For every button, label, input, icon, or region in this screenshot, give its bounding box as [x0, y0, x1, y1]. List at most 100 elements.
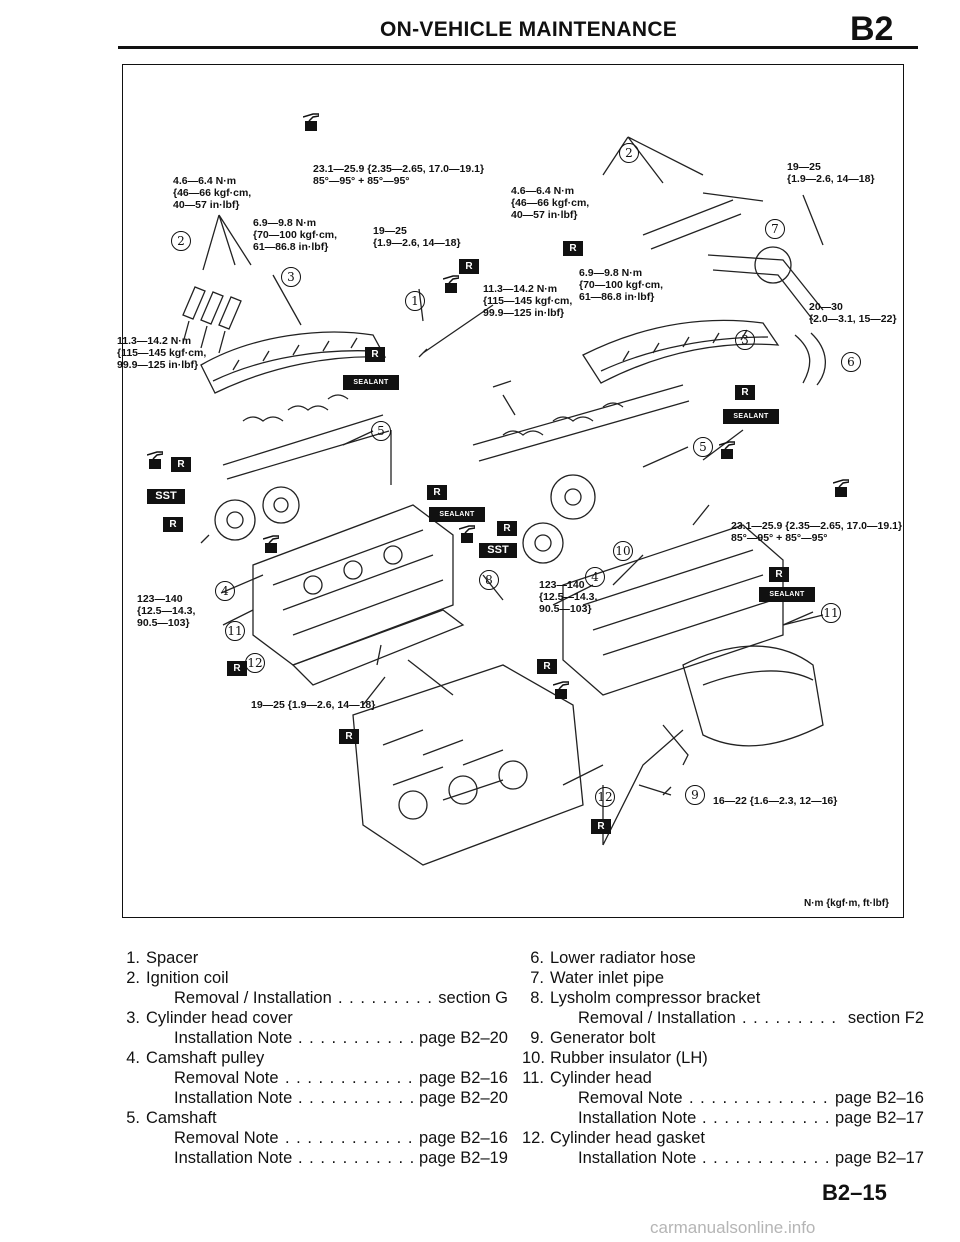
legend-item-text: Generator bolt	[550, 1029, 656, 1047]
replace-tag: R	[227, 661, 247, 676]
oil-can-icon	[833, 479, 849, 499]
replace-tag: R	[365, 347, 385, 362]
legend-subitem-text: Installation Note	[174, 1029, 293, 1047]
callout-5: 5	[693, 437, 713, 457]
legend-subitem: Installation Note. . . . . . . . . . . .…	[522, 1148, 924, 1168]
torque-label: 4.6—6.4 N·m{46—66 kgf·cm,40—57 in·lbf}	[173, 175, 252, 211]
torque-label: 123—140{12.5—14.3,90.5—103}	[539, 579, 598, 615]
torque-label: 19—25 {1.9—2.6, 14—18}	[251, 699, 376, 711]
section-code: B2	[850, 10, 894, 48]
legend-page-ref: page B2–17	[834, 1149, 924, 1167]
callout-4: 4	[215, 581, 235, 601]
legend-subitem-text: Installation Note	[578, 1109, 697, 1127]
torque-label: 4.6—6.4 N·m{46—66 kgf·cm,40—57 in·lbf}	[511, 185, 590, 221]
sealant-tag: SEALANT	[343, 375, 399, 390]
replace-tag: R	[171, 457, 191, 472]
replace-tag: R	[459, 259, 479, 274]
legend-page-ref: page B2–19	[418, 1149, 508, 1167]
callout-3: 3	[281, 267, 301, 287]
legend-subitem-text: Installation Note	[174, 1089, 293, 1107]
legend-item-number: 8.	[530, 989, 544, 1007]
callout-4: 4	[585, 567, 605, 587]
torque-label: 23.1—25.9 {2.35—2.65, 17.0—19.1}85°—95° …	[313, 163, 485, 187]
legend-item-number: 9.	[530, 1029, 544, 1047]
leader-dots: . . . . . . . . . . . . . .	[702, 1109, 829, 1127]
watermark: carmanualsonline.info	[650, 1218, 816, 1237]
legend-subitem: Installation Note. . . . . . . . . . . .…	[118, 1148, 508, 1168]
legend-item-number: 3.	[126, 1009, 140, 1027]
legend-subitem: Installation Note . . . . . . . . . . . .…	[522, 1108, 924, 1128]
legend-page-ref: page B2–16	[834, 1089, 924, 1107]
legend-item-number: 12.	[522, 1129, 545, 1147]
legend-item-text: Cylinder head	[550, 1069, 652, 1087]
oil-can-icon	[719, 441, 735, 461]
legend-item-text: Water inlet pipe	[550, 969, 665, 987]
callout-6: 6	[841, 352, 861, 372]
oil-can-icon	[553, 681, 569, 701]
leader-dots: . . . . . . . . . . . . . .	[742, 1009, 842, 1027]
oil-can-icon	[303, 113, 319, 133]
leader-dots: . . . . . . . . . . . . . .	[338, 989, 432, 1007]
header-rule	[118, 46, 918, 49]
legend-page-ref: page B2–16	[418, 1069, 508, 1087]
leader-dots: . . . . . . . . . . . . . .	[298, 1089, 413, 1107]
legend-item-text: Ignition coil	[146, 969, 229, 987]
legend-item: 1.Spacer	[118, 948, 508, 968]
legend-item-text: Lower radiator hose	[550, 949, 696, 967]
legend-item-number: 4.	[126, 1049, 140, 1067]
legend-item-number: 5.	[126, 1109, 140, 1127]
torque-label: 6.9—9.8 N·m{70—100 kgf·cm,61—86.8 in·lbf…	[579, 267, 664, 303]
callout-12: 12	[595, 787, 615, 807]
callout-3: 3	[735, 330, 755, 350]
legend-item: 10.Rubber insulator (LH)	[522, 1048, 924, 1068]
oil-can-icon	[443, 275, 459, 295]
callout-7: 7	[765, 219, 785, 239]
leader-dots: . . . . . . . . . . . . . .	[689, 1089, 829, 1107]
legend-subitem: Removal / Installation . . . . . . . . . …	[118, 988, 508, 1008]
legend-subitem: Installation Note . . . . . . . . . . . .…	[118, 1028, 508, 1048]
exploded-diagram: 23.1—25.9 {2.35—2.65, 17.0—19.1}85°—95° …	[117, 64, 904, 918]
legend-item-text: Cylinder head cover	[146, 1009, 293, 1027]
replace-tag: R	[769, 567, 789, 582]
legend-item-text: Lysholm compressor bracket	[550, 989, 761, 1007]
legend-item: 12. Cylinder head gasket	[522, 1128, 924, 1148]
legend-page-ref: page B2–17	[834, 1109, 924, 1127]
legend-item-text: Cylinder head gasket	[550, 1129, 706, 1147]
replace-tag: R	[427, 485, 447, 500]
legend-item: 8. Lysholm compressor bracket	[522, 988, 924, 1008]
replace-tag: R	[339, 729, 359, 744]
legend-subitem: Removal Note. . . . . . . . . . . . . .p…	[118, 1128, 508, 1148]
torque-label: 11.3—14.2 N·m{115—145 kgf·cm,99.9—125 in…	[117, 335, 207, 371]
legend-subitem-text: Removal Note	[578, 1089, 683, 1107]
legend-subitem-text: Removal / Installation	[174, 989, 332, 1007]
page-number: B2–15	[822, 1180, 887, 1205]
legend-subitem-text: Installation Note	[174, 1149, 293, 1167]
replace-tag: R	[163, 517, 183, 532]
legend-subitem: Removal Note. . . . . . . . . . . . . .p…	[118, 1068, 508, 1088]
page-title: ON-VEHICLE MAINTENANCE	[380, 18, 678, 41]
legend-item-number: 11.	[522, 1069, 544, 1087]
oil-can-icon	[459, 525, 475, 545]
legend-page-ref: page B2–16	[418, 1129, 508, 1147]
legend-subitem-text: Removal Note	[174, 1069, 279, 1087]
legend-page-ref: section F2	[847, 1009, 924, 1027]
torque-label: 23.1—25.9 {2.35—2.65, 17.0—19.1}85°—95° …	[731, 520, 903, 544]
page-header: ON-VEHICLE MAINTENANCE B2	[0, 0, 960, 60]
legend-item-number: 7.	[530, 969, 544, 987]
legend-item: 9. Generator bolt	[522, 1028, 924, 1048]
legend-item-text: Camshaft	[146, 1109, 217, 1127]
legend-subitem-text: Installation Note	[578, 1149, 697, 1167]
legend-page-ref: page B2–20	[418, 1089, 508, 1107]
legend-item-number: 6.	[530, 949, 544, 967]
callout-5: 5	[371, 421, 391, 441]
torque-label: 19—25{1.9—2.6, 14—18}	[373, 225, 461, 249]
units-label: N·m {kgf·m, ft·lbf}	[804, 898, 889, 909]
leader-dots: . . . . . . . . . . . . . .	[298, 1029, 413, 1047]
legend-item: 2.Ignition coil	[118, 968, 508, 988]
legend-item: 5. Camshaft	[118, 1108, 508, 1128]
callout-2: 2	[171, 231, 191, 251]
legend-item-text: Spacer	[146, 949, 199, 967]
torque-label: 11.3—14.2 N·m{115—145 kgf·cm,99.9—125 in…	[483, 283, 573, 319]
torque-label: 19—25{1.9—2.6, 14—18}	[787, 161, 875, 185]
legend-item: 6. Lower radiator hose	[522, 948, 924, 968]
